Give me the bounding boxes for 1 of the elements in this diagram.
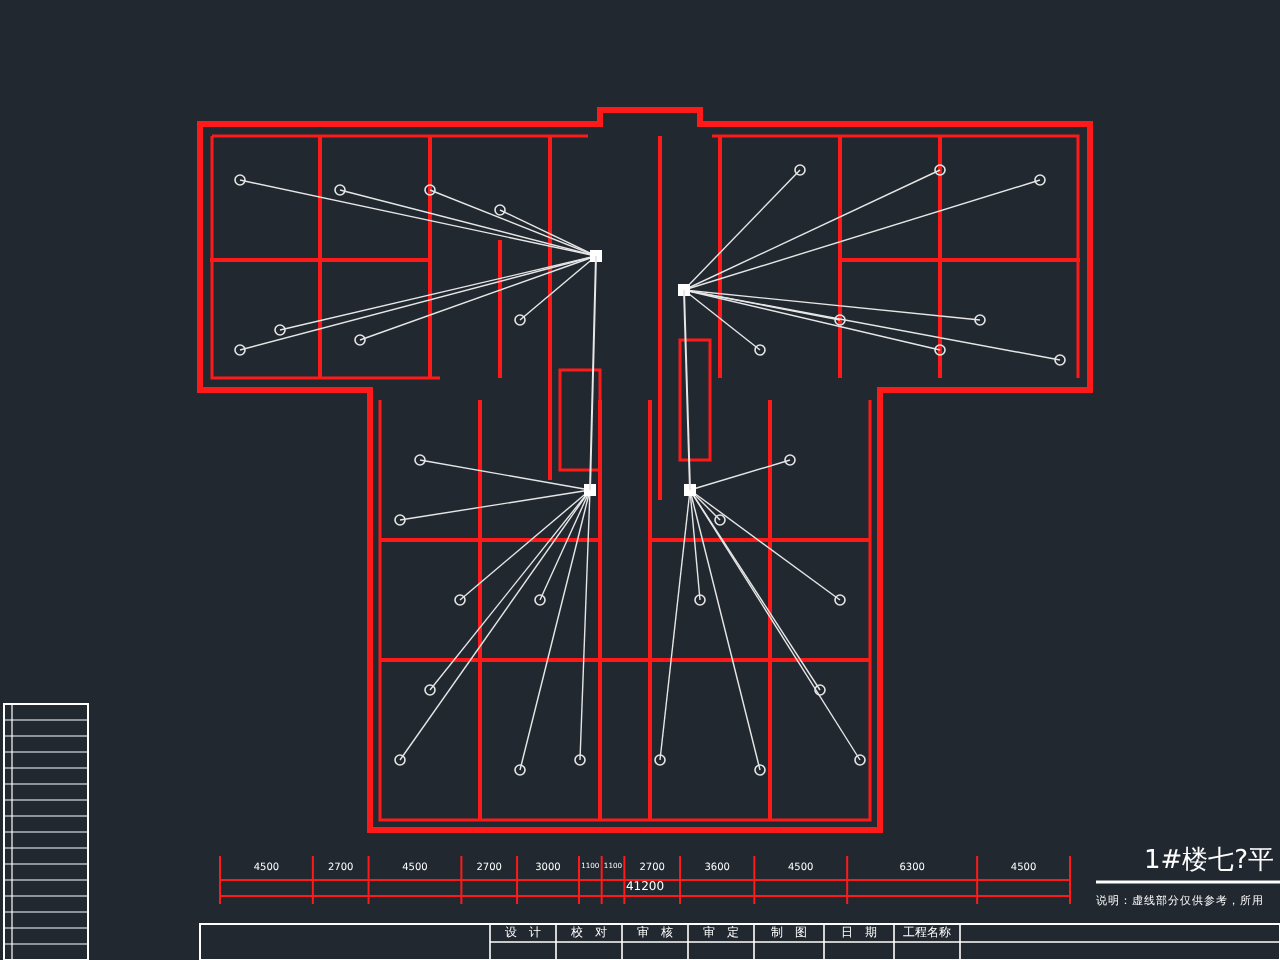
drawing-title: 1#楼七?平 (1144, 848, 1275, 874)
